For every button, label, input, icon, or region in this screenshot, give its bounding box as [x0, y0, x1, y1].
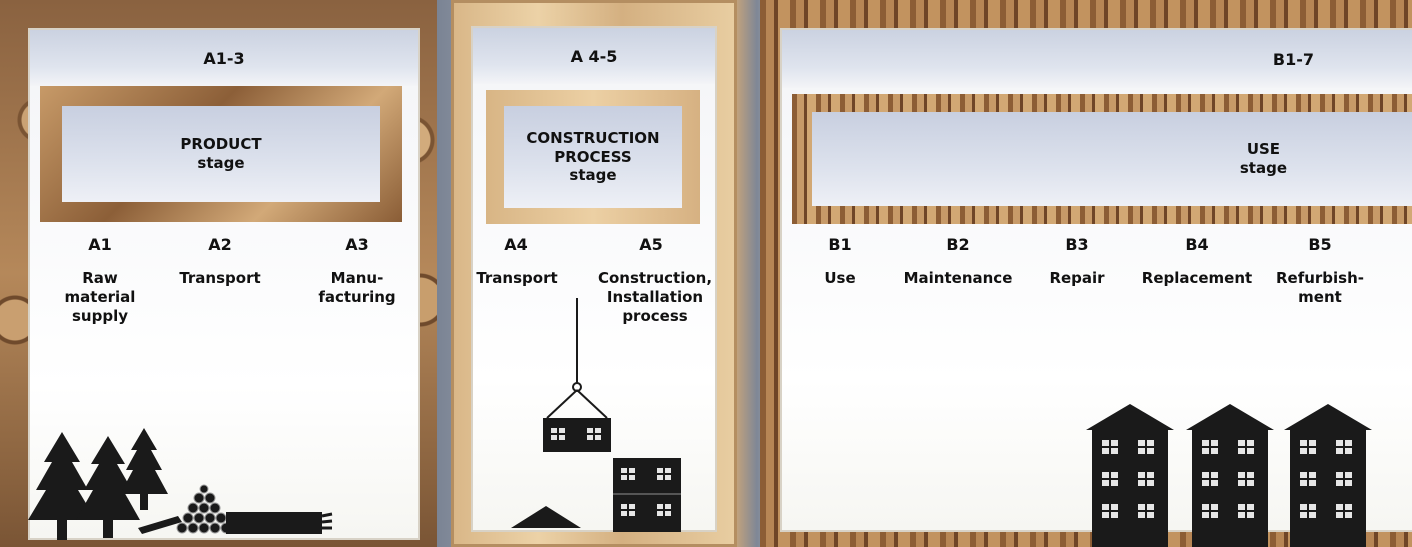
module-label-a4: Transport	[476, 269, 558, 287]
tree-icon	[76, 436, 140, 538]
tree-icon	[28, 432, 96, 540]
use-stage-frame: USE stage	[792, 94, 1412, 224]
building-module-icon	[543, 418, 611, 452]
module-code-a1: A1	[88, 235, 112, 254]
product-panel: A1-3 PRODUCT stage A1 A2 A3 Raw material…	[0, 0, 437, 547]
module-label-a2: Transport	[179, 269, 261, 287]
tree-icon	[120, 428, 168, 510]
construction-header-band: A 4-5	[473, 28, 715, 84]
product-stage-title: PRODUCT stage	[62, 106, 380, 202]
module-code-a4: A4	[504, 235, 528, 254]
lumber-icon	[138, 516, 182, 534]
lumber-icon	[226, 512, 333, 534]
product-stage-frame: PRODUCT stage	[40, 86, 402, 222]
foundation-icon	[511, 506, 581, 528]
product-header: A1-3	[203, 48, 245, 68]
module-label-a1: Raw material supply	[64, 269, 136, 325]
module-code-a3: A3	[345, 235, 369, 254]
building-icon	[1284, 404, 1372, 547]
construction-stage-frame: CONSTRUCTION PROCESS stage	[486, 90, 700, 224]
module-label-b1: Use	[824, 269, 856, 287]
building-icon	[1186, 404, 1274, 547]
module-code-a2: A2	[208, 235, 232, 254]
module-code-b3: B3	[1065, 235, 1089, 254]
module-label-b2: Maintenance	[903, 269, 1013, 287]
module-label-b5: Refurbish- ment	[1275, 269, 1365, 306]
use-stage-title: USE stage	[812, 112, 1412, 206]
use-header: B1-7	[1272, 49, 1314, 69]
construction-stage-title: CONSTRUCTION PROCESS stage	[504, 106, 682, 208]
crane-hook-icon	[546, 298, 608, 419]
module-label-b3: Repair	[1049, 269, 1105, 287]
module-label-a5: Construction, Installation process	[597, 269, 713, 325]
use-panel: B1-7 USE stage B1 B2 B3 B4 B5 Use Mainte…	[760, 0, 1412, 547]
module-code-b2: B2	[946, 235, 970, 254]
use-header-band: B1-7	[782, 30, 1412, 88]
building-module-icon	[613, 458, 681, 532]
construction-header: A 4-5	[570, 46, 618, 66]
module-code-a5: A5	[639, 235, 663, 254]
building-icon	[1086, 404, 1174, 547]
module-code-b4: B4	[1185, 235, 1209, 254]
module-code-b5: B5	[1308, 235, 1332, 254]
construction-panel: A 4-5 CONSTRUCTION PROCESS stage A4 A5 T…	[451, 0, 737, 547]
module-label-a3: Manu- facturing	[318, 269, 396, 306]
module-code-b1: B1	[828, 235, 852, 254]
product-header-band: A1-3	[30, 30, 418, 86]
module-label-b4: Replacement	[1141, 269, 1253, 287]
